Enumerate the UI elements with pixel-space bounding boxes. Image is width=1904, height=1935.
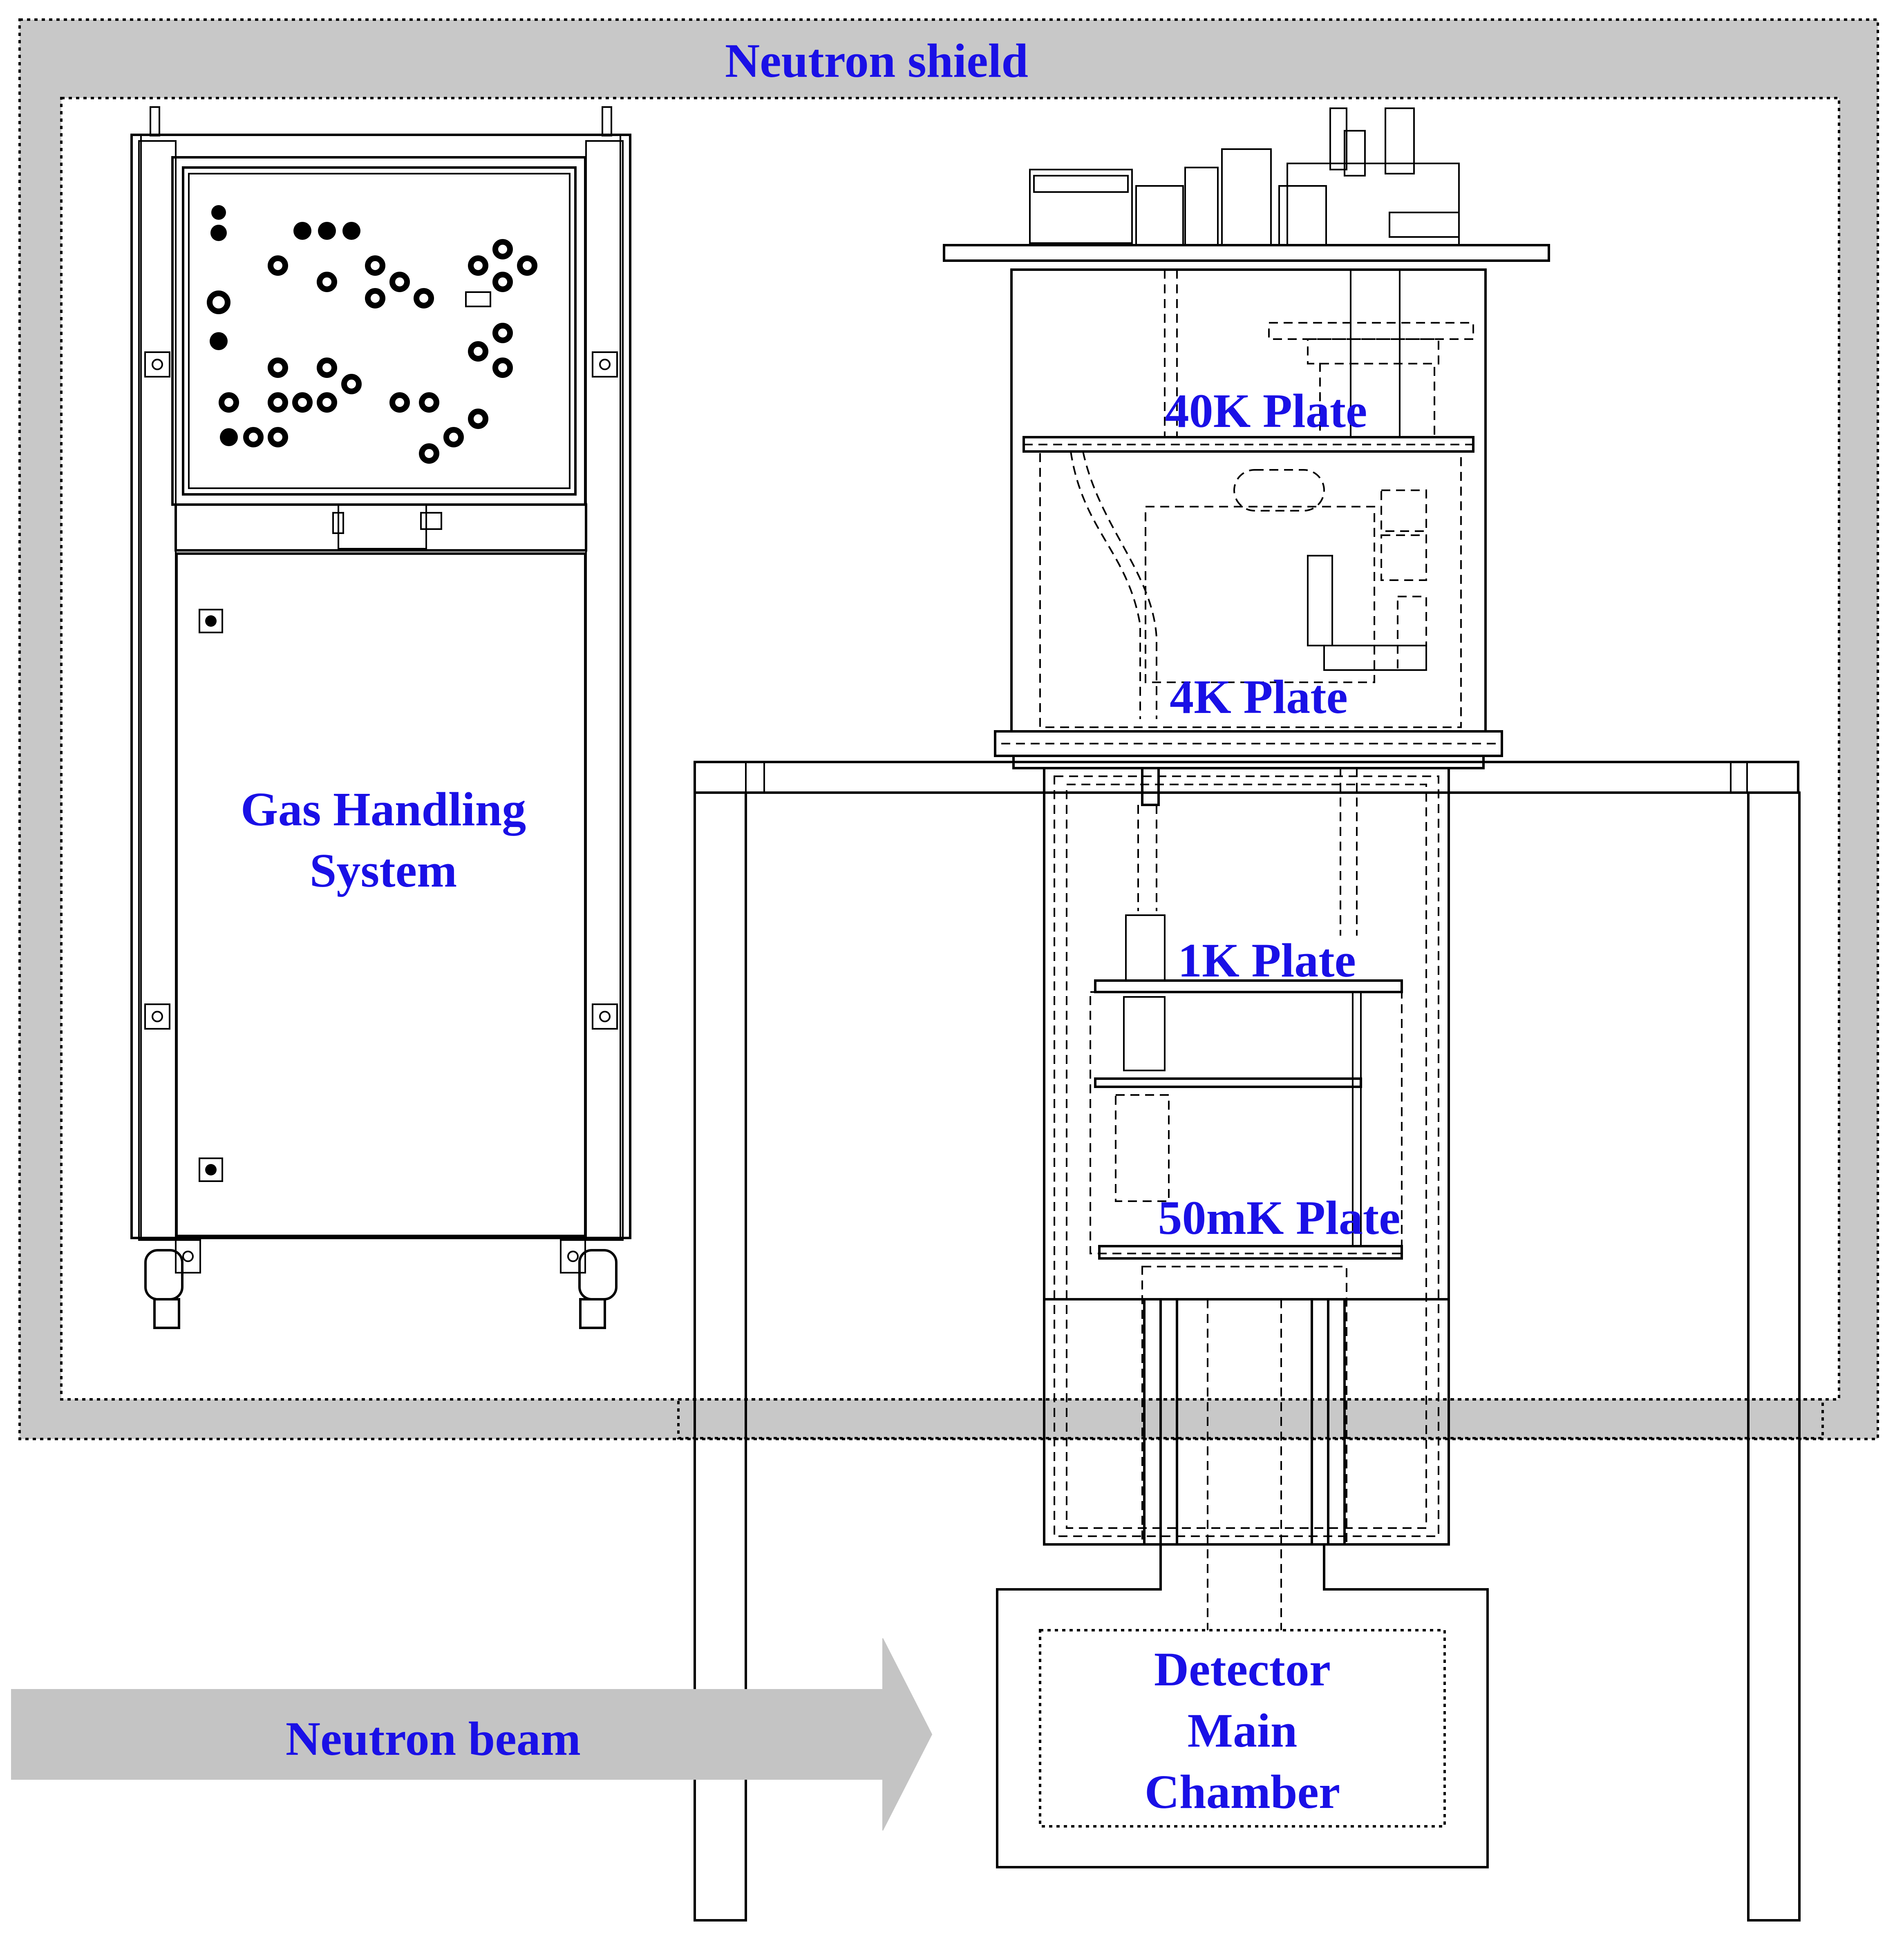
detector-main-chamber — [1039, 1629, 1446, 1828]
plate-50mk-label: 50mK Plate — [1158, 1191, 1400, 1245]
gas-handling-label-line2: System — [310, 844, 457, 897]
plate-1k-label: 1K Plate — [1178, 934, 1356, 987]
detector-label-line1: Detector — [1154, 1642, 1331, 1696]
plate-40k-label: 40K Plate — [1165, 384, 1367, 438]
neutron-shield — [18, 18, 1879, 1440]
support-table — [694, 761, 1801, 1922]
neutron-shield-label: Neutron shield — [725, 34, 1028, 87]
detector-label-line3: Chamber — [1145, 1765, 1340, 1819]
detector-label-line2: Main — [1188, 1704, 1298, 1757]
plate-4k-label: 4K Plate — [1170, 670, 1348, 724]
neutron-beam-arrow — [11, 1638, 933, 1831]
gas-handling-cabinet — [130, 106, 631, 1329]
gas-handling-label-line1: Gas Handling — [241, 782, 526, 836]
panel-knobs — [207, 205, 537, 464]
cryostat — [943, 107, 1550, 1868]
neutron-beam-label: Neutron beam — [286, 1712, 581, 1765]
